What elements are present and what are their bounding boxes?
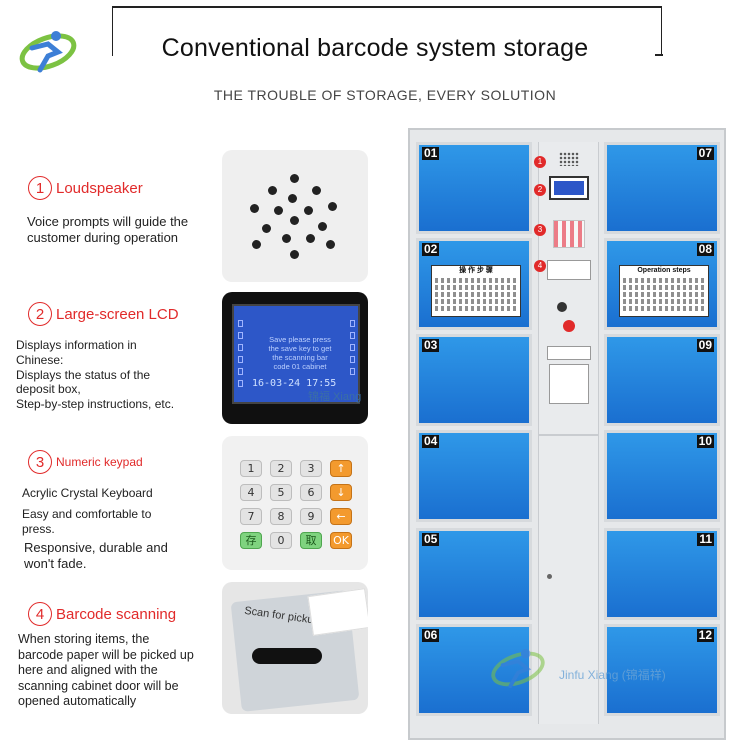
marker-2: 2: [534, 184, 546, 196]
feature-3-description-3: Responsive, durable and won't fade.: [24, 540, 168, 571]
feature-3-number: 3: [28, 450, 52, 474]
locker-door-05: 05: [416, 528, 532, 620]
door-number: 07: [696, 146, 714, 160]
brand-logo-icon: [19, 31, 77, 73]
feature-3-heading: 3 Numeric keypad: [28, 450, 143, 474]
key-up: ↑: [330, 460, 352, 477]
camera-icon: [557, 302, 567, 312]
locker-door-02: 02 操 作 步 骤: [416, 238, 532, 330]
key-left: ←: [330, 508, 352, 525]
key-down: ↓: [330, 484, 352, 501]
emergency-button-icon: [563, 320, 575, 332]
locker-door-03: 03: [416, 334, 532, 426]
key-6: 6: [300, 484, 322, 501]
lock-icon: [547, 574, 552, 579]
receipt-slot-icon: [547, 346, 591, 360]
key-7: 7: [240, 508, 262, 525]
key-retrieve: 取: [300, 532, 322, 549]
loudspeaker-image: [222, 150, 368, 282]
feature-2-heading: 2 Large-screen LCD: [28, 302, 179, 326]
door-number: 06: [422, 628, 440, 642]
locker-door-07: 07: [604, 142, 720, 234]
key-ok: OK: [330, 532, 352, 549]
locker-door-10: 10: [604, 430, 720, 522]
door-number: 08: [696, 242, 714, 256]
feature-4-number: 4: [28, 602, 52, 626]
small-keypad-icon: [553, 220, 585, 248]
door-number: 10: [696, 434, 714, 448]
door-number: 11: [697, 532, 714, 546]
ticket-slot: [252, 648, 322, 664]
locker-door-08: 08 Operation steps: [604, 238, 720, 330]
feature-4-heading: 4 Barcode scanning: [28, 602, 176, 626]
door-number: 04: [422, 434, 440, 448]
key-9: 9: [300, 508, 322, 525]
scan-slot-icon: [547, 260, 591, 280]
barcode-scanner-image: Scan for pickup: [222, 582, 368, 714]
key-5: 5: [270, 484, 292, 501]
watermark-logo-icon: [491, 648, 545, 689]
door-number: 03: [422, 338, 440, 352]
door-number: 01: [422, 146, 440, 160]
lcd-watermark: 锦福 Xiang: [308, 391, 362, 403]
locker-door-01: 01: [416, 142, 532, 234]
locker-door-04: 04: [416, 430, 532, 522]
keypad-image: 1 2 3 ↑ 4 5 6 ↓ 7 8 9 ← 存 0 取 OK: [222, 436, 368, 570]
center-lower-door: [539, 434, 598, 724]
barcode-paper: [307, 588, 368, 636]
instructions-panel-en: Operation steps: [619, 265, 709, 317]
feature-3-description-1: Acrylic Crystal Keyboard: [22, 486, 153, 500]
feature-2-number: 2: [28, 302, 52, 326]
key-8: 8: [270, 508, 292, 525]
key-3: 3: [300, 460, 322, 477]
locker-door-06: 06: [416, 624, 532, 716]
notice-sticker-icon: [549, 364, 589, 404]
control-panel-column: [538, 142, 599, 724]
feature-4-description: When storing items, the barcode paper wi…: [18, 632, 194, 708]
feature-1-title: Loudspeaker: [56, 179, 143, 197]
feature-1-description: Voice prompts will guide the customer du…: [27, 214, 189, 245]
door-number: 05: [422, 532, 440, 546]
lcd-time: 16-03-24 17:55: [252, 378, 337, 389]
locker-door-12: 12: [604, 624, 720, 716]
instructions-header-cn: 操 作 步 骤: [459, 267, 493, 274]
key-1: 1: [240, 460, 262, 477]
locker-door-11: 11: [604, 528, 720, 620]
page-title: Conventional barcode system storage: [161, 34, 589, 62]
feature-3-description-2: Easy and comfortable to press.: [22, 507, 152, 536]
instructions-panel-cn: 操 作 步 骤: [431, 265, 521, 317]
key-store: 存: [240, 532, 262, 549]
marker-1: 1: [534, 156, 546, 168]
speaker-grille-icon: [559, 152, 579, 166]
feature-2-description: Displays information in Chinese: Display…: [16, 338, 175, 412]
small-lcd-icon: [549, 176, 589, 200]
key-0: 0: [270, 532, 292, 549]
lcd-display: [232, 304, 360, 404]
locker-door-09: 09: [604, 334, 720, 426]
marker-4: 4: [534, 260, 546, 272]
instructions-header-en: Operation steps: [637, 267, 691, 274]
feature-3-title: Numeric keypad: [56, 455, 143, 469]
feature-1-number: 1: [28, 176, 52, 200]
door-number: 02: [422, 242, 440, 256]
locker-cabinet: 01 02 操 作 步 骤 03 04 05 06: [408, 128, 726, 740]
title-frame: [112, 6, 663, 56]
feature-2-title: Large-screen LCD: [56, 305, 179, 323]
locker-watermark: Jinfu Xiang (锦福祥): [559, 668, 666, 682]
lcd-message: Save please press the save key to get th…: [268, 335, 332, 371]
feature-4-title: Barcode scanning: [56, 605, 177, 623]
lcd-screen-image: Save please press the save key to get th…: [222, 292, 368, 424]
key-2: 2: [270, 460, 292, 477]
door-number: 09: [696, 338, 714, 352]
door-number: 12: [696, 628, 714, 642]
key-4: 4: [240, 484, 262, 501]
page-subtitle: THE TROUBLE OF STORAGE, EVERY SOLUTION: [213, 87, 557, 103]
feature-1-heading: 1 Loudspeaker: [28, 176, 143, 200]
marker-3: 3: [534, 224, 546, 236]
